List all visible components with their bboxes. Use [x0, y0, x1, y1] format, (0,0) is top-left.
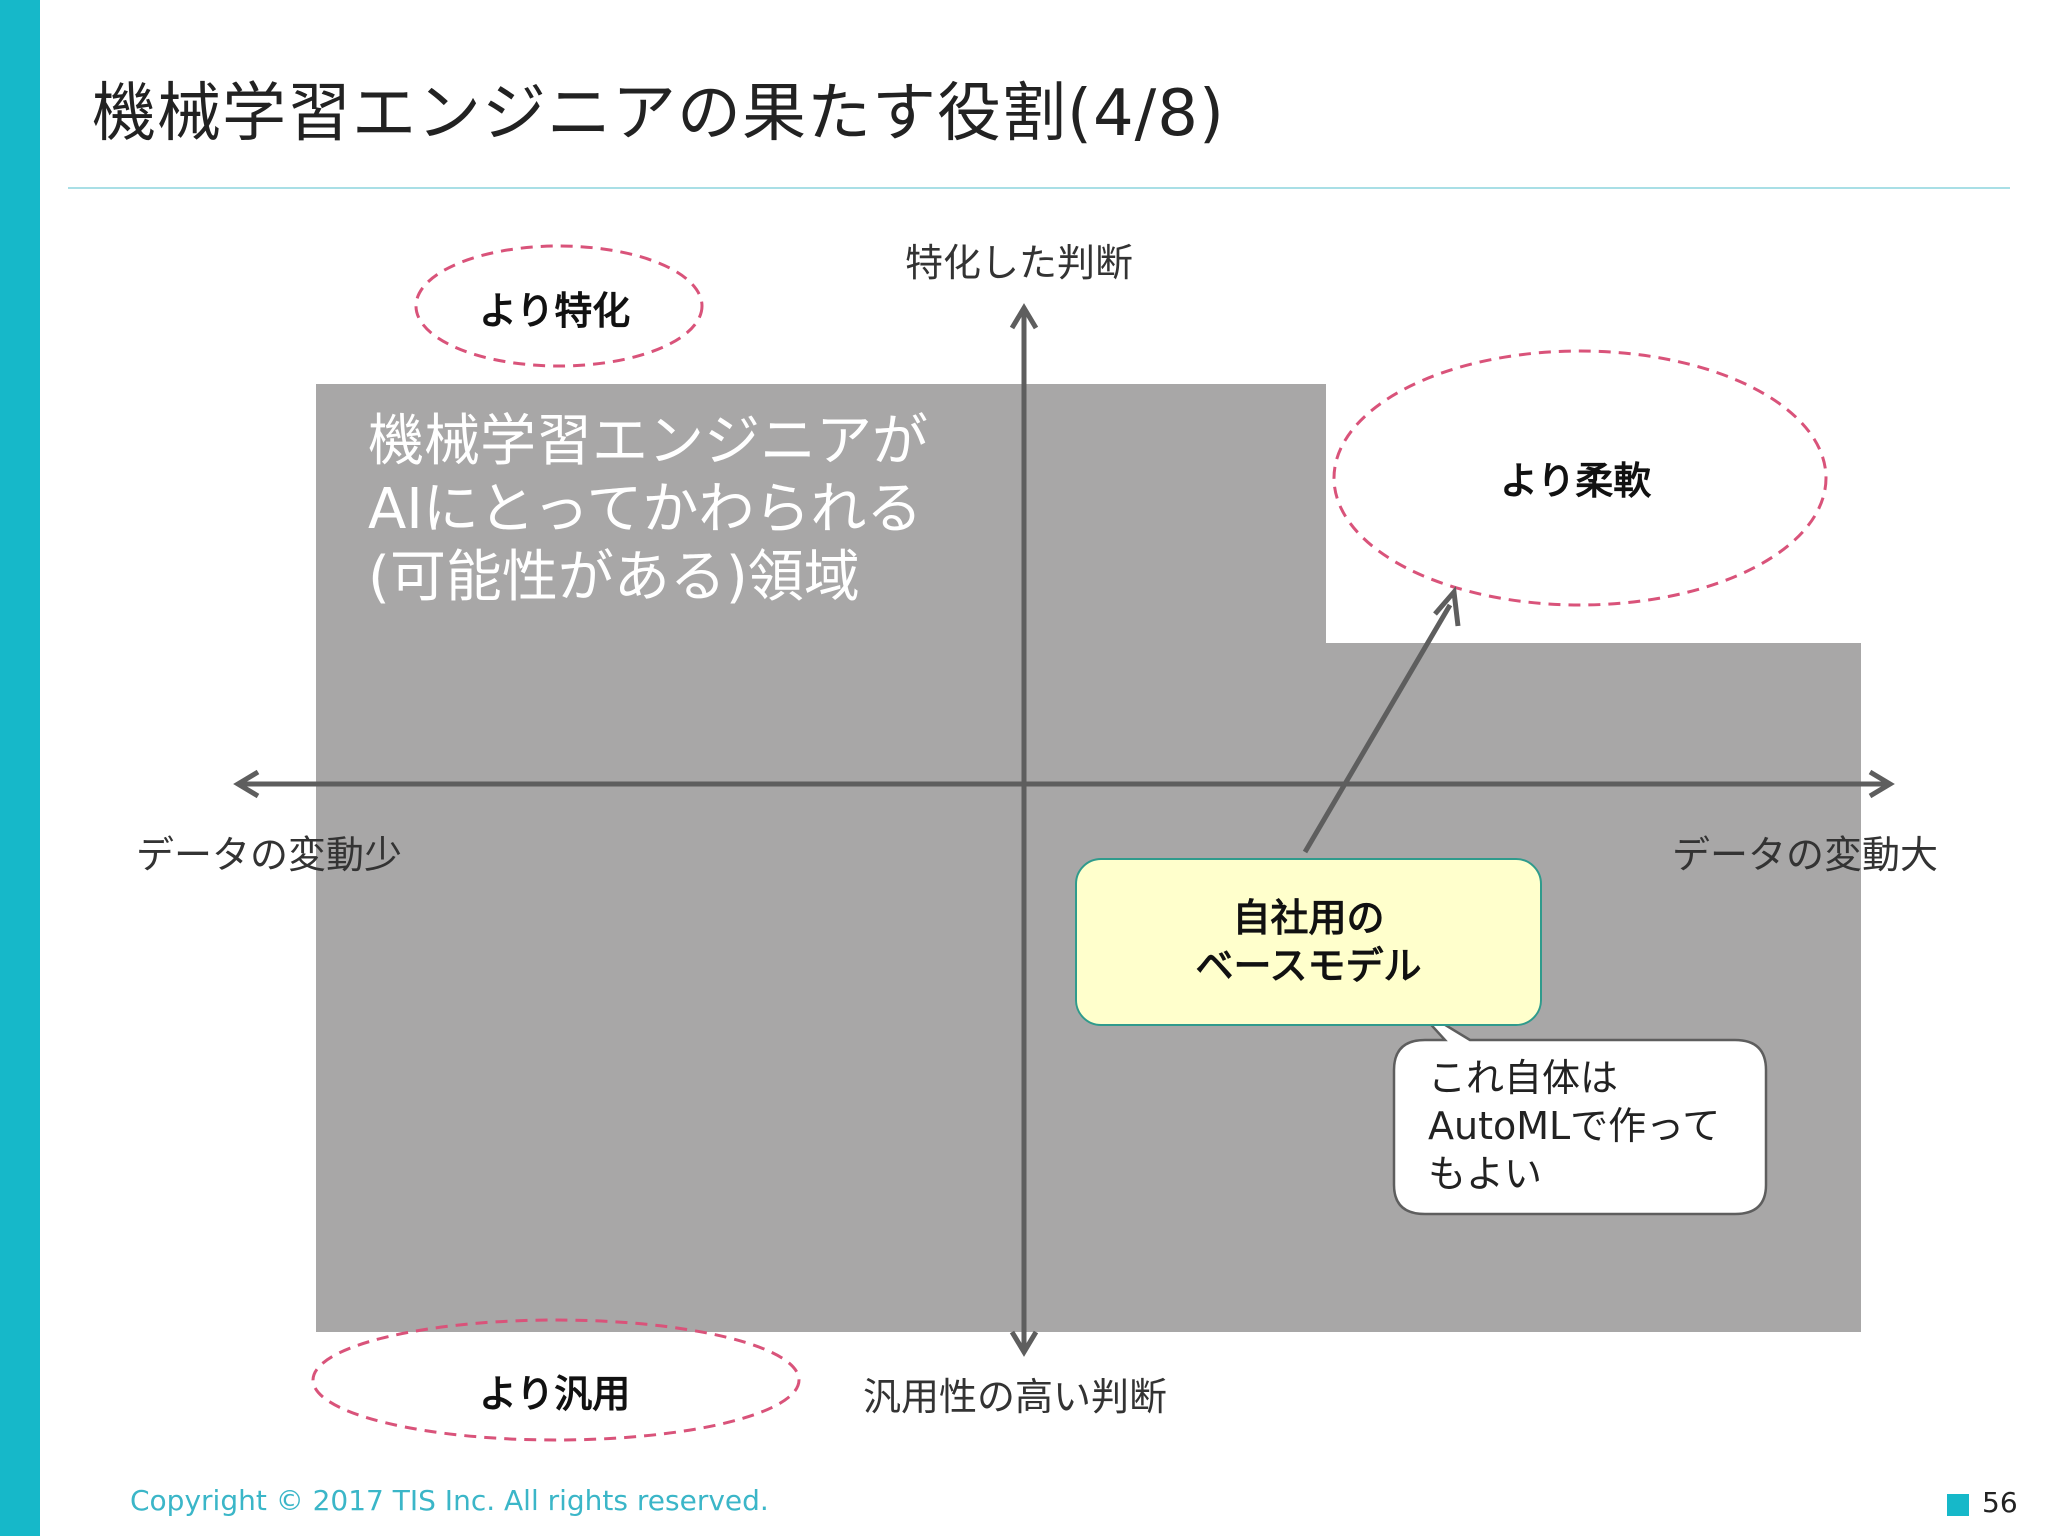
- region-label-line-2: AIにとってかわられる: [368, 477, 923, 542]
- base-model-line-1: 自社用の: [1232, 896, 1385, 940]
- callout-line-2: AutoMLで作って: [1428, 1104, 1721, 1148]
- base-model-box: 自社用の ベースモデル: [1075, 858, 1542, 1026]
- axis-label-bottom: 汎用性の高い判断: [863, 1375, 1168, 1419]
- ellipse-more-flexible: [1332, 349, 1828, 607]
- label-more-flexible: より柔軟: [1500, 459, 1652, 503]
- arrow-to-flexible: [1302, 603, 1453, 854]
- axis-label-left: データの変動少: [136, 833, 403, 877]
- slide-title: 機械学習エンジニアの果たす役割(4/8): [92, 77, 1225, 151]
- ellipse-more-specialized: [414, 244, 704, 368]
- speech-callout-bubble: [1392, 1004, 1768, 1216]
- title-divider: [68, 187, 2010, 189]
- base-model-line-2: ベースモデル: [1195, 944, 1422, 988]
- copyright-footer: Copyright © 2017 TIS Inc. All rights res…: [130, 1484, 769, 1517]
- label-more-specialized: より特化: [479, 289, 631, 333]
- callout-line-1: これ自体は: [1428, 1056, 1619, 1100]
- accent-side-bar: [0, 0, 40, 1536]
- arrow-to-flexible-head: [1433, 586, 1461, 627]
- callout-line-3: もよい: [1428, 1152, 1543, 1196]
- region-label: 機械学習エンジニアが AIにとってかわられる (可能性がある)領域: [368, 408, 1008, 612]
- page-number: 56: [1982, 1486, 2018, 1519]
- vertical-axis-arrow-top: [1009, 303, 1039, 330]
- axis-label-right: データの変動大: [1672, 833, 1939, 877]
- axis-label-top: 特化した判断: [905, 241, 1134, 285]
- vertical-axis-arrow-bottom: [1009, 1330, 1039, 1357]
- region-label-line-1: 機械学習エンジニアが: [368, 409, 928, 474]
- label-more-general: より汎用: [479, 1372, 631, 1416]
- region-label-line-3: (可能性がある)領域: [368, 545, 860, 610]
- horizontal-axis-arrow-left: [233, 769, 260, 799]
- ellipse-more-general: [311, 1318, 801, 1442]
- page-marker-square: [1947, 1494, 1969, 1516]
- callout-text: これ自体は AutoMLで作って もよい: [1428, 1054, 1720, 1198]
- horizontal-axis-arrow-right: [1868, 769, 1895, 799]
